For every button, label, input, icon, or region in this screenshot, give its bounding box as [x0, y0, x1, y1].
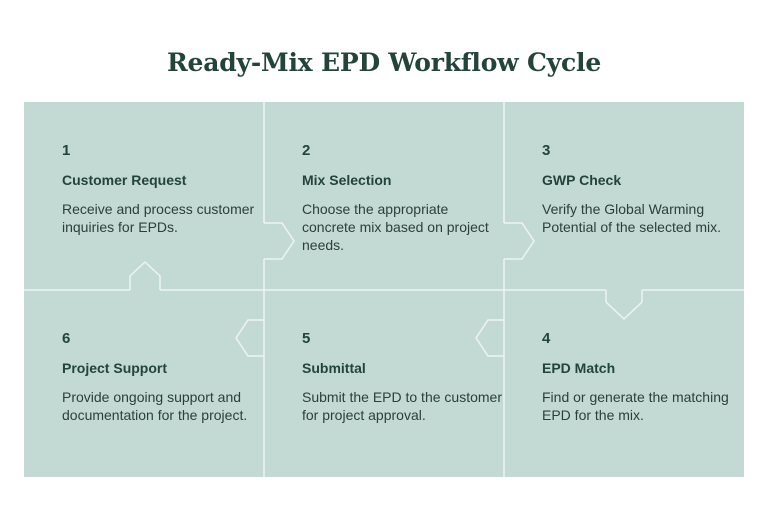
step-description: Receive and process customer inquiries f…: [62, 201, 255, 235]
step-name: Mix Selection: [302, 172, 392, 188]
step-name: Submittal: [302, 360, 366, 376]
arrow-4-to-5-icon: [475, 319, 504, 357]
step-description: Verify the Global Warming Potential of t…: [542, 201, 721, 235]
arrow-3-to-4-icon: [605, 290, 643, 321]
step-name: Customer Request: [62, 172, 187, 188]
step-number: 1: [62, 142, 71, 159]
arrow-1-to-2-icon: [264, 222, 295, 260]
step-card-1: 1 Customer Request Receive and process c…: [62, 142, 262, 236]
step-description: Provide ongoing support and documentatio…: [62, 389, 248, 423]
step-description: Find or generate the matching EPD for th…: [542, 389, 729, 423]
step-description: Choose the appropriate concrete mix base…: [302, 201, 489, 253]
step-card-5: 5 Submittal Submit the EPD to the custom…: [302, 330, 502, 424]
step-description: Submit the EPD to the customer for proje…: [302, 389, 502, 423]
step-number: 4: [542, 330, 551, 347]
step-name: EPD Match: [542, 360, 616, 376]
step-number: 2: [302, 142, 311, 159]
step-card-3: 3 GWP Check Verify the Global Warming Po…: [542, 142, 742, 236]
step-number: 5: [302, 330, 311, 347]
step-number: 3: [542, 142, 551, 159]
arrow-5-to-6-icon: [235, 319, 264, 357]
step-card-2: 2 Mix Selection Choose the appropriate c…: [302, 142, 502, 254]
step-name: GWP Check: [542, 172, 622, 188]
page-title: Ready-Mix EPD Workflow Cycle: [166, 48, 602, 77]
arrow-2-to-3-icon: [504, 222, 535, 260]
step-number: 6: [62, 330, 71, 347]
arrow-6-to-1-icon: [129, 260, 161, 290]
step-card-4: 4 EPD Match Find or generate the matchin…: [542, 330, 742, 424]
step-card-6: 6 Project Support Provide ongoing suppor…: [62, 330, 262, 424]
step-name: Project Support: [62, 360, 168, 376]
